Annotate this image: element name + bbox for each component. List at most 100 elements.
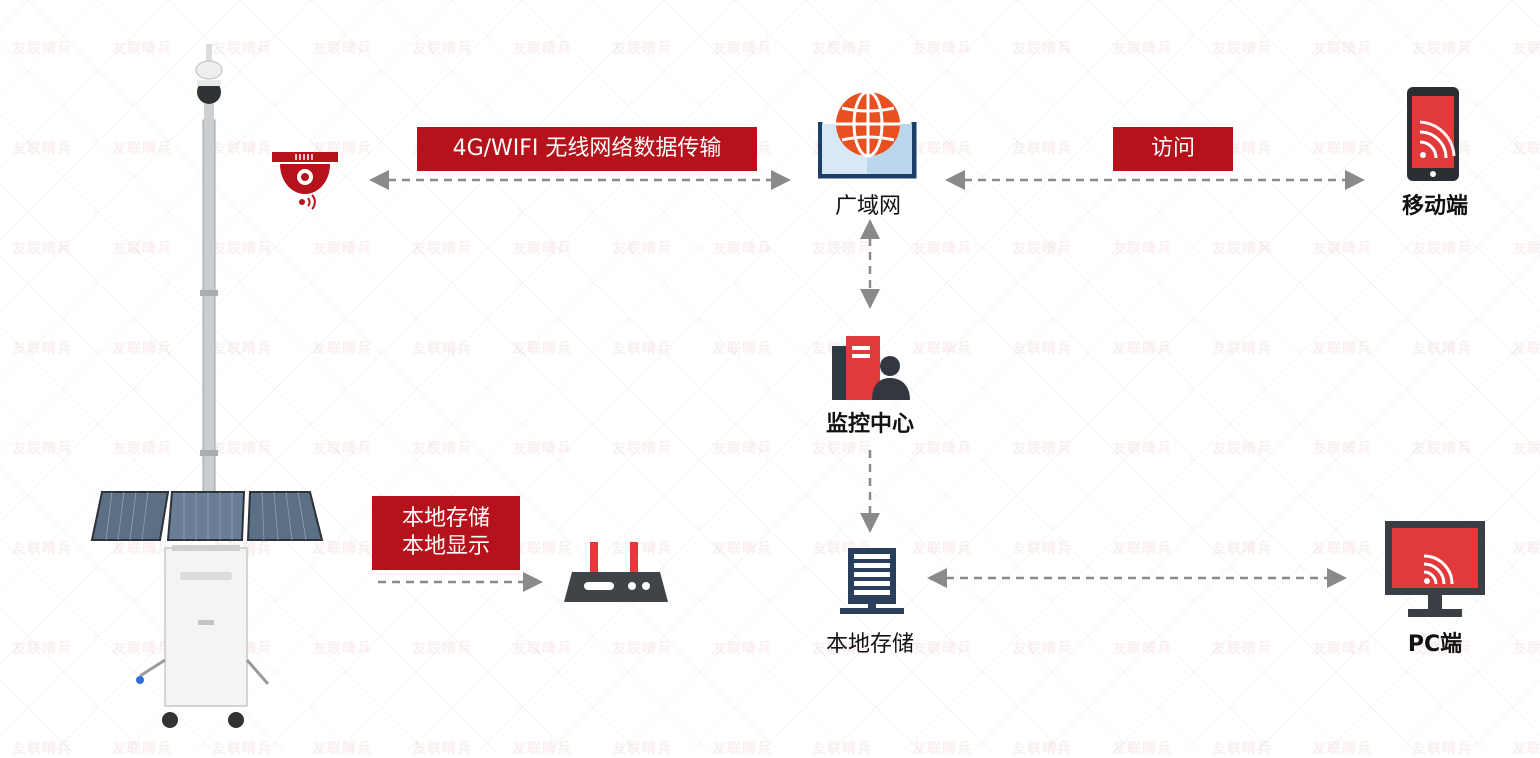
watermark-text: 友联晴兵 (1412, 441, 1472, 457)
watermark-text: 友联晴兵 (1412, 41, 1472, 57)
watermark-text: 友联晴兵 (312, 641, 372, 657)
watermark-text: 友联晴兵 (412, 541, 472, 557)
pc-monitor-icon (1385, 521, 1485, 617)
watermark-text: 友联晴兵 (512, 441, 572, 457)
watermark-text: 友联晴兵 (1512, 541, 1540, 557)
router-icon (564, 542, 668, 602)
watermark-text: 友联晴兵 (812, 41, 872, 57)
watermark-text: 友联晴兵 (912, 341, 972, 357)
watermark-text: 友联晴兵 (1012, 141, 1072, 157)
watermark-text: 友联晴兵 (112, 141, 172, 157)
watermark-text: 友联晴兵 (712, 241, 772, 257)
watermark-text: 友联晴兵 (312, 41, 372, 57)
watermark-text: 友联晴兵 (1112, 541, 1172, 557)
watermark-text: 友联晴兵 (712, 41, 772, 57)
watermark-text: 友联晴兵 (112, 541, 172, 557)
watermark-text: 友联晴兵 (1112, 341, 1172, 357)
pc-label: PC端 (1407, 632, 1463, 657)
watermark-text: 友联晴兵 (812, 641, 872, 657)
watermark-text: 友联晴兵 (1012, 341, 1072, 357)
watermark-text: 友联晴兵 (312, 241, 372, 257)
watermark-text: 友联晴兵 (412, 241, 472, 257)
watermark-text: 友联晴兵 (1112, 41, 1172, 57)
watermark-text: 友联晴兵 (612, 641, 672, 657)
watermark-text: 友联晴兵 (1012, 441, 1072, 457)
watermark-text: 友联晴兵 (12, 241, 72, 257)
wan-label: 广域网 (834, 194, 902, 219)
dome-camera-icon (272, 152, 338, 210)
watermark-text: 友联晴兵 (1412, 641, 1472, 657)
watermark-text: 友联晴兵 (812, 241, 872, 257)
watermark-text: 友联晴兵 (1512, 441, 1540, 457)
watermark-text: 友联晴兵 (412, 341, 472, 357)
watermark-text: 友联晴兵 (12, 141, 72, 157)
watermark-text: 友联晴兵 (512, 41, 572, 57)
watermark-text: 友联晴兵 (1112, 441, 1172, 457)
watermark-text: 友联晴兵 (212, 341, 272, 357)
badge-line-local-storage: 本地存储 (401, 506, 490, 531)
watermark-text: 友联晴兵 (1112, 141, 1172, 157)
watermark-text: 友联晴兵 (812, 441, 872, 457)
visit-badge: 访问 (1113, 127, 1233, 171)
watermark-text: 友联晴兵 (612, 41, 672, 57)
watermark-text: 友联晴兵 (712, 141, 772, 157)
watermark-text: 友联晴兵 (1212, 541, 1272, 557)
watermark-text: 友联晴兵 (412, 641, 472, 657)
watermark-text: 友联晴兵 (1012, 541, 1072, 557)
watermark-text: 友联晴兵 (1312, 141, 1372, 157)
watermark-text: 友联晴兵 (612, 441, 672, 457)
watermark-text: 友联晴兵 (1212, 641, 1272, 657)
watermark-text: 友联晴兵 (1212, 141, 1272, 157)
globe-wan-icon (818, 90, 917, 179)
watermark-text: 友联晴兵 (312, 541, 372, 557)
badge-line-local-display: 本地显示 (401, 534, 490, 559)
watermark-text: 友联晴兵 (1012, 41, 1072, 57)
watermark-text: 友联晴兵 (1312, 341, 1372, 357)
watermark-text: 友联晴兵 (912, 641, 972, 657)
watermark-text: 友联晴兵 (112, 41, 172, 57)
watermark-text: 友联晴兵 (1212, 241, 1272, 257)
watermark-text: 友联晴兵 (412, 41, 472, 57)
wireless-transfer-badge: 4G/WIFI 无线网络数据传输 (417, 127, 757, 171)
watermark-text: 友联晴兵 (212, 141, 272, 157)
watermark-text: 友联晴兵 (1512, 41, 1540, 57)
watermark-text: 友联晴兵 (112, 341, 172, 357)
local-storage-display-badge: 本地存储 本地显示 (372, 496, 520, 570)
mobile-phone-icon (1407, 87, 1459, 181)
monitor-center-label: 监控中心 (825, 412, 915, 437)
watermark-text: 友联晴兵 (412, 441, 472, 457)
watermark-text: 友联晴兵 (1012, 641, 1072, 657)
watermark-text: 友联晴兵 (912, 241, 972, 257)
monitor-center-icon (832, 336, 910, 400)
watermark-text: 友联晴兵 (1312, 641, 1372, 657)
server-storage-icon (840, 548, 904, 614)
watermark-text: 友联晴兵 (612, 241, 672, 257)
watermark-text: 友联晴兵 (1512, 241, 1540, 257)
watermark-text: 友联晴兵 (1512, 141, 1540, 157)
watermark-text: 友联晴兵 (312, 341, 372, 357)
watermark-text: 友联晴兵 (212, 441, 272, 457)
watermark-text: 友联晴兵 (712, 641, 772, 657)
watermark-text: 友联晴兵 (512, 141, 572, 157)
watermark-text: 友联晴兵 (712, 441, 772, 457)
watermark-text: 友联晴兵 (612, 341, 672, 357)
watermark-text: 友联晴兵 (12, 641, 72, 657)
watermark-text: 友联晴兵 (1412, 241, 1472, 257)
watermark-text: 友联晴兵 (1512, 341, 1540, 357)
watermark-text: 友联晴兵 (612, 141, 672, 157)
watermark-text: 友联晴兵 (112, 241, 172, 257)
watermark-text: 友联晴兵 (712, 541, 772, 557)
watermark-text: 友联晴兵 (1012, 241, 1072, 257)
watermark-text: 友联晴兵 (912, 141, 972, 157)
watermark-text: 友联晴兵 (1212, 41, 1272, 57)
watermark-text: 友联晴兵 (1312, 41, 1372, 57)
watermark-text: 友联晴兵 (1212, 341, 1272, 357)
watermark-text: 友联晴兵 (612, 541, 672, 557)
watermark-text: 友联晴兵 (1312, 241, 1372, 257)
watermark-text: 友联晴兵 (1112, 241, 1172, 257)
solar-panels (90, 491, 324, 541)
watermark-text: 友联晴兵 (1312, 441, 1372, 457)
watermark-text: 友联晴兵 (12, 341, 72, 357)
watermark-text: 友联晴兵 (1412, 341, 1472, 357)
